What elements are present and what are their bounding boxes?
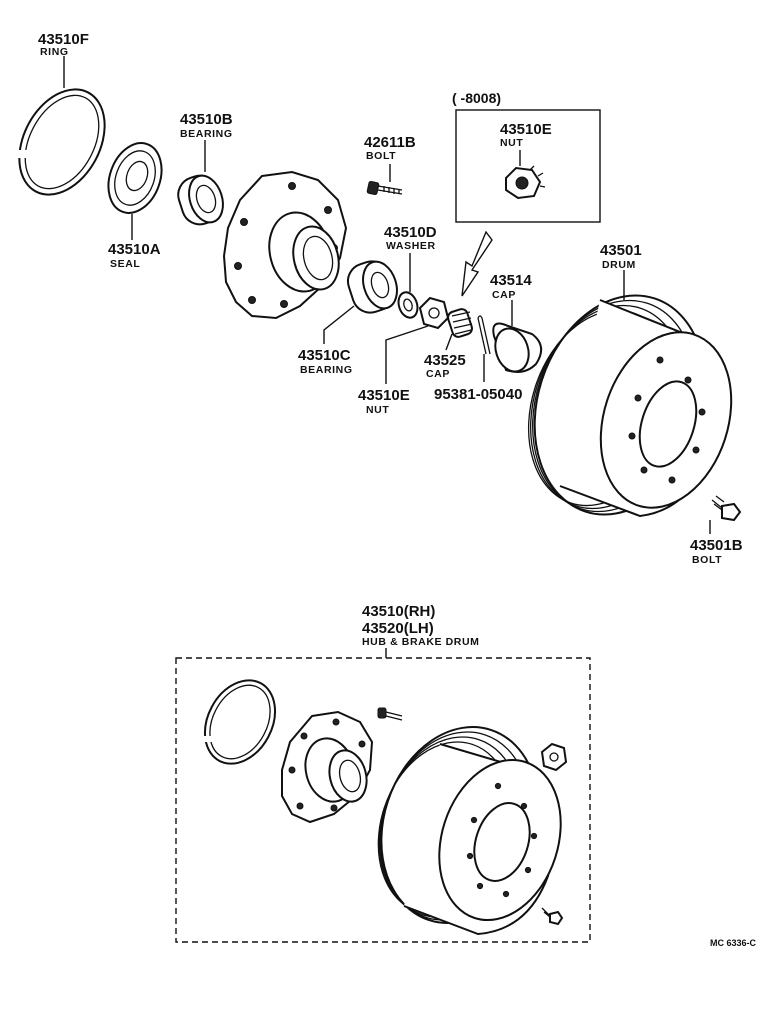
- assembly-drum: [377, 726, 562, 936]
- bearing-outer-name: BEARING: [180, 128, 233, 140]
- seal-name: SEAL: [110, 258, 140, 270]
- assembly-hub: [281, 710, 374, 824]
- cap-lock-number: 43525: [424, 352, 466, 369]
- assembly-ring: [203, 679, 277, 765]
- inset-nut-number: 43510E: [500, 121, 552, 138]
- inset-arrow: [461, 230, 493, 297]
- bearing-inner-name: BEARING: [300, 364, 353, 376]
- nut-name: NUT: [366, 404, 389, 416]
- bearing-outer-part: [177, 174, 224, 226]
- seal-part: [107, 142, 163, 214]
- cap-lock-part: [447, 308, 473, 338]
- assembly-box: [175, 657, 591, 943]
- bolt-drum-part: [711, 495, 742, 522]
- cap-grease-name: CAP: [492, 289, 516, 301]
- inset-nut-part: [505, 165, 546, 200]
- cap-lock-leader: [445, 333, 453, 351]
- assembly-nut: [540, 742, 568, 772]
- nut-part: [418, 296, 450, 330]
- cotter-pin-part: [477, 315, 491, 355]
- bolt-hub-part: [366, 180, 403, 196]
- drum-name: DRUM: [602, 259, 636, 271]
- cap-grease-part: [492, 322, 543, 373]
- ring-number: 43510F: [38, 31, 89, 48]
- cap-lock-name: CAP: [426, 368, 450, 380]
- inset-nut-name: NUT: [500, 137, 523, 149]
- washer-name: WASHER: [386, 240, 436, 252]
- bolt-drum-number: 43501B: [690, 537, 743, 554]
- ring-part: [18, 88, 106, 196]
- washer-number: 43510D: [384, 224, 437, 241]
- ring-name: RING: [40, 46, 69, 58]
- bolt-drum-name: BOLT: [692, 554, 722, 566]
- nut-leader: [385, 325, 429, 384]
- cap-grease-number: 43514: [490, 272, 532, 289]
- cotter-pin-number: 95381-05040: [434, 386, 522, 403]
- hub-part: [222, 170, 348, 320]
- bolt-hub-name: BOLT: [366, 150, 396, 162]
- inset-range: ( -8008): [452, 90, 501, 106]
- assembly-name: HUB & BRAKE DRUM: [362, 636, 480, 648]
- bolt-hub-number: 42611B: [364, 134, 416, 151]
- bearing-inner-number: 43510C: [298, 347, 351, 364]
- washer-part: [397, 291, 419, 319]
- bearing-outer-number: 43510B: [180, 111, 233, 128]
- inset-box: [455, 109, 601, 223]
- seal-number: 43510A: [108, 241, 161, 258]
- drum-part: [527, 294, 733, 518]
- assembly-drum-bolt: [541, 907, 564, 926]
- assembly-bolt: [377, 707, 403, 721]
- diagram-code: MC 6336-C: [710, 938, 757, 948]
- nut-number: 43510E: [358, 387, 410, 404]
- bearing-inner-part: [346, 260, 398, 314]
- assembly-rh-number: 43510(RH): [362, 603, 435, 620]
- bearing-inner-leader: [323, 305, 355, 344]
- drum-number: 43501: [600, 242, 642, 259]
- assembly-lh-number: 43520(LH): [362, 620, 434, 637]
